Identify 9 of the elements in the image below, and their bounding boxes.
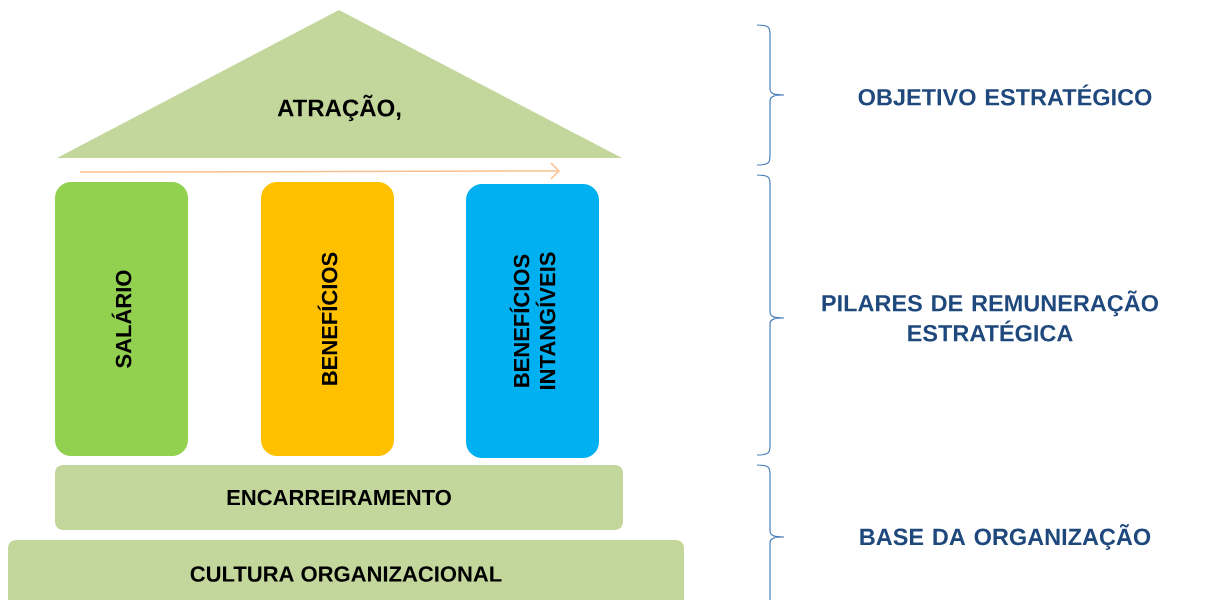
section-label: BASE DA ORGANIZAÇÃO <box>860 524 1151 550</box>
base-slab: ENCARREIRAMENTO <box>55 465 623 530</box>
pillar-box: BENEFÍCIOS INTANGÍVEIS <box>466 184 599 458</box>
pillar-box: BENEFÍCIOS <box>261 182 394 456</box>
section-label: PILARES DE REMUNERAÇÃO ESTRATÉGICA <box>822 290 1159 342</box>
pillar-box: SALÁRIO <box>55 182 188 456</box>
section-label: OBJETIVO ESTRATÉGICO <box>858 84 1152 106</box>
roof-triangle: ATRAÇÃO, <box>57 10 622 158</box>
base-slab: CULTURA ORGANIZACIONAL <box>8 540 684 600</box>
